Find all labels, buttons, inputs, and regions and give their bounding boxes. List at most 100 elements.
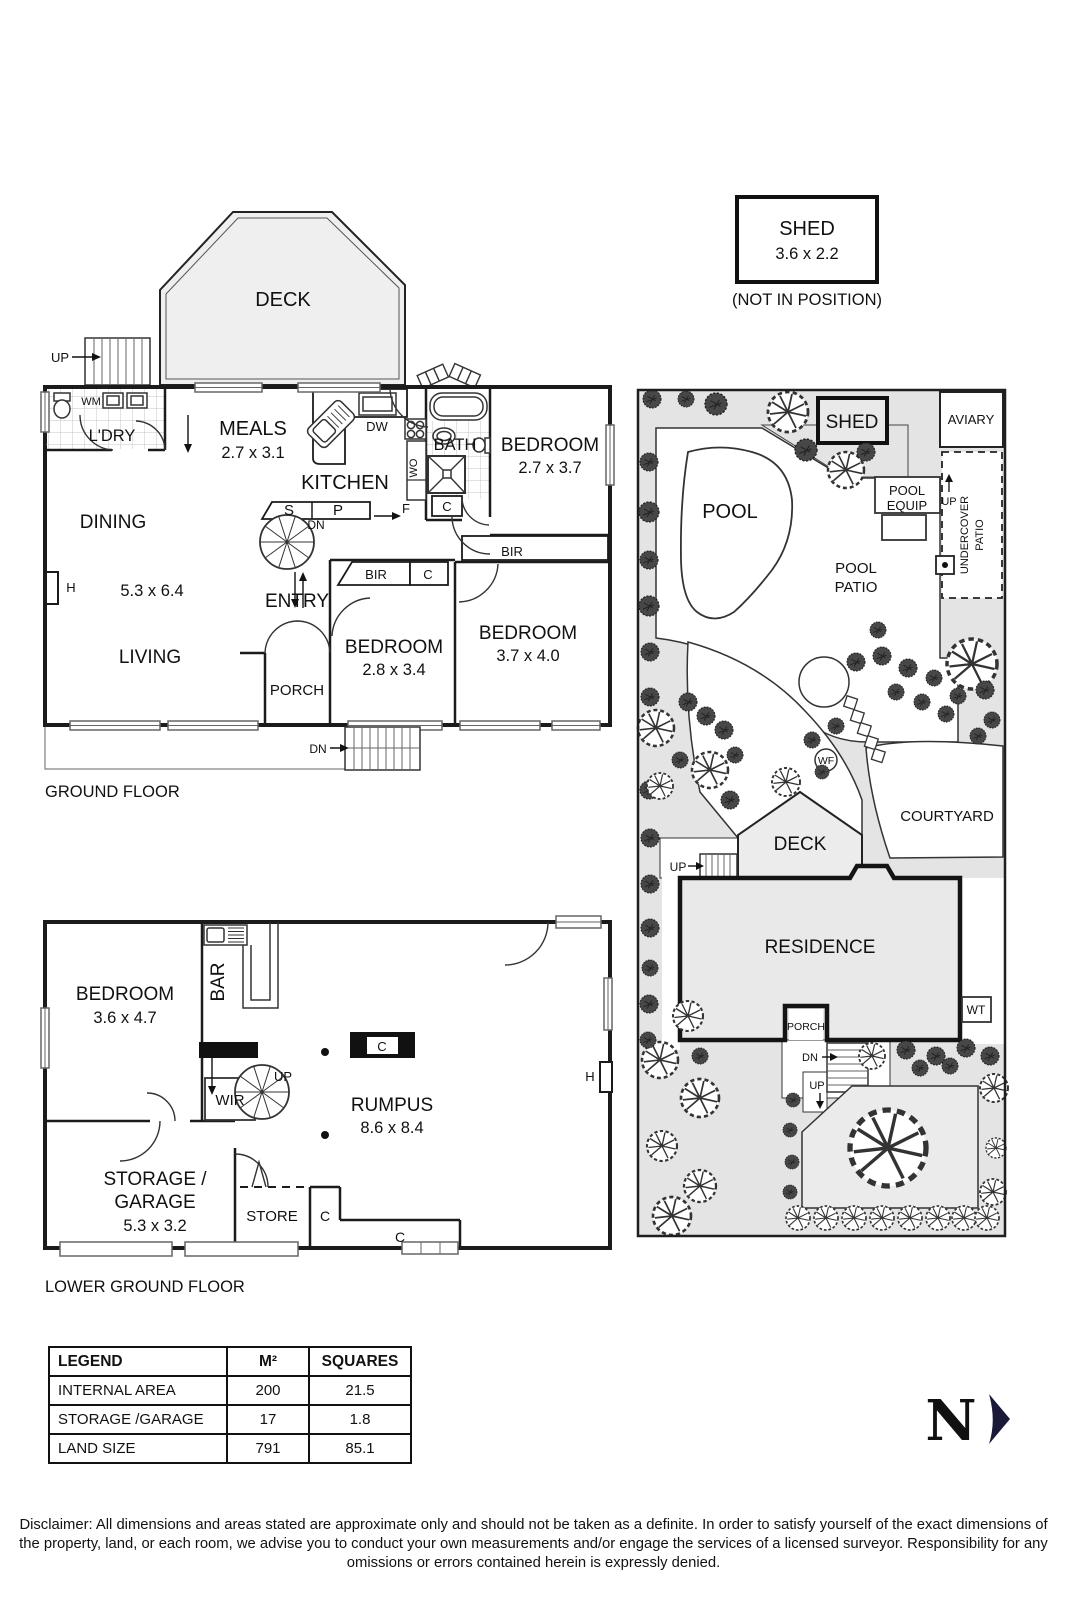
site-up-deck-label: UP bbox=[670, 860, 687, 874]
path-area bbox=[686, 641, 863, 840]
gf-c2-label: C bbox=[423, 567, 432, 582]
gf-bath-label: BATH bbox=[434, 436, 477, 454]
internal-area-label: INTERNAL AREA bbox=[48, 1375, 228, 1406]
gf-ldry-label: L'DRY bbox=[89, 427, 136, 445]
kitchen-sink bbox=[306, 399, 356, 449]
storage-garage-label: STORAGE /GARAGE bbox=[48, 1404, 228, 1435]
lg-bed-label: BEDROOM bbox=[76, 984, 174, 1005]
lg-windows bbox=[40, 915, 613, 1257]
site-residence-label: RESIDENCE bbox=[765, 937, 876, 958]
internal-area-squares: 21.5 bbox=[308, 1375, 412, 1406]
legend-header-row: LEGEND M² SQUARES bbox=[48, 1346, 412, 1377]
gf-title: GROUND FLOOR bbox=[45, 783, 180, 801]
patio-post-dot bbox=[942, 562, 948, 568]
courtyard-area bbox=[865, 740, 1004, 859]
bir1-closet bbox=[461, 535, 609, 561]
oven-tower bbox=[406, 440, 427, 501]
gf-door-arcs bbox=[79, 388, 499, 654]
pool-equip-pad bbox=[881, 514, 927, 541]
gf-bed2-label: BEDROOM bbox=[345, 637, 443, 658]
compass-arrow-icon bbox=[989, 1394, 1010, 1444]
lg-wir-label: WIR bbox=[215, 1092, 244, 1109]
stairs-up-deck bbox=[72, 337, 151, 386]
spiral-stair-gf bbox=[259, 514, 315, 570]
gf-meals-label: MEALS bbox=[219, 418, 287, 440]
lg-h-label: H bbox=[585, 1069, 594, 1084]
shed-note-label: SHED bbox=[779, 218, 835, 240]
bar-sink bbox=[203, 924, 248, 946]
site-residence bbox=[677, 863, 963, 1043]
pool bbox=[679, 446, 794, 620]
lg-c-long-label: C bbox=[395, 1229, 405, 1245]
stairs-dn-gf bbox=[330, 726, 421, 771]
site-wf-label: WF bbox=[818, 755, 834, 767]
bath-basin bbox=[432, 427, 456, 445]
site-shed-label: SHED bbox=[826, 412, 879, 433]
shed-note: SHED 3.6 x 2.2 (NOT IN POSITION) bbox=[732, 195, 882, 309]
table-row: STORAGE /GARAGE 17 1.8 bbox=[48, 1404, 412, 1435]
lg-outer-walls bbox=[43, 920, 612, 1250]
gf-stair-arrows bbox=[184, 415, 307, 608]
gf-f-label: F bbox=[402, 501, 410, 516]
dishwasher bbox=[358, 392, 397, 416]
site-pool-label: POOL bbox=[702, 501, 758, 523]
lg-c-label: C bbox=[377, 1039, 386, 1054]
site-deck-stairs bbox=[688, 853, 738, 879]
squares-header: SQUARES bbox=[308, 1346, 412, 1377]
lg-bed-size: 3.6 x 4.7 bbox=[93, 1009, 156, 1027]
lg-interior-walls bbox=[45, 922, 462, 1248]
shed-note-size: 3.6 x 2.2 bbox=[775, 245, 838, 263]
undercover-patio bbox=[941, 451, 1003, 599]
ground-floor-plan: UP bbox=[40, 211, 615, 801]
bathtub bbox=[429, 392, 488, 421]
site-deck-label: DECK bbox=[774, 834, 827, 855]
lg-storage-label2: GARAGE bbox=[114, 1192, 195, 1213]
gf-subfloor-outline bbox=[44, 727, 345, 770]
legend-table: LEGEND M² SQUARES INTERNAL AREA 200 21.5… bbox=[48, 1346, 412, 1464]
site-porch bbox=[789, 1009, 823, 1040]
site-pool-patio-label2: PATIO bbox=[835, 579, 878, 596]
store-door bbox=[234, 1153, 269, 1188]
bath-toilet bbox=[472, 437, 491, 454]
lg-storage-label1: STORAGE / bbox=[103, 1169, 207, 1190]
post-dot-1 bbox=[321, 1048, 329, 1056]
gf-bir2-label: BIR bbox=[365, 567, 387, 582]
gf-wm-label: WM bbox=[81, 396, 101, 408]
gf-meals-size: 2.7 x 3.1 bbox=[221, 444, 284, 462]
gf-up-label: UP bbox=[51, 350, 69, 365]
gf-s-label: S bbox=[284, 502, 294, 519]
kitchen-c-closet bbox=[431, 495, 463, 517]
storage-garage-m2: 17 bbox=[226, 1404, 310, 1435]
gf-porch-label: PORCH bbox=[270, 682, 324, 699]
deck-inner-rail bbox=[165, 217, 400, 380]
laundry-toilet bbox=[53, 392, 71, 419]
site-boundary bbox=[636, 388, 1007, 1238]
gf-wo-label: WO bbox=[408, 458, 420, 477]
lg-rumpus-size: 8.6 x 8.4 bbox=[360, 1119, 423, 1137]
site-undercover-label2: PATIO bbox=[974, 519, 986, 551]
cooktop bbox=[404, 418, 427, 440]
site-wt-label: WT bbox=[967, 1003, 986, 1017]
gf-living-size: 5.3 x 6.4 bbox=[120, 582, 183, 600]
lg-store-label: STORE bbox=[246, 1208, 297, 1225]
left-strip bbox=[662, 868, 680, 1050]
path-bulge bbox=[798, 656, 850, 708]
site-dn-label: DN bbox=[802, 1052, 818, 1064]
lg-heater bbox=[599, 1061, 613, 1093]
land-size-squares: 85.1 bbox=[308, 1433, 412, 1464]
site-pool-patio-label1: POOL bbox=[835, 560, 877, 577]
gf-bed1-size: 2.7 x 3.7 bbox=[518, 459, 581, 477]
land-size-label: LAND SIZE bbox=[48, 1433, 228, 1464]
site-pool-equip-label2: EQUIP bbox=[887, 498, 927, 513]
gf-windows bbox=[40, 382, 615, 731]
spiral-stair-lg bbox=[234, 1064, 290, 1120]
gf-p-label: P bbox=[333, 502, 343, 519]
lg-title: LOWER GROUND FLOOR bbox=[45, 1278, 245, 1296]
gf-deck-label: DECK bbox=[255, 289, 311, 311]
gf-dining-label: DINING bbox=[80, 512, 147, 533]
compass: N bbox=[925, 1388, 1010, 1454]
laundry-trough bbox=[102, 392, 148, 409]
bar-counter bbox=[242, 922, 279, 1009]
site-plan: SHED AVIARY POOL POOL EQUIP UP UNDERCOVE… bbox=[636, 388, 1009, 1238]
